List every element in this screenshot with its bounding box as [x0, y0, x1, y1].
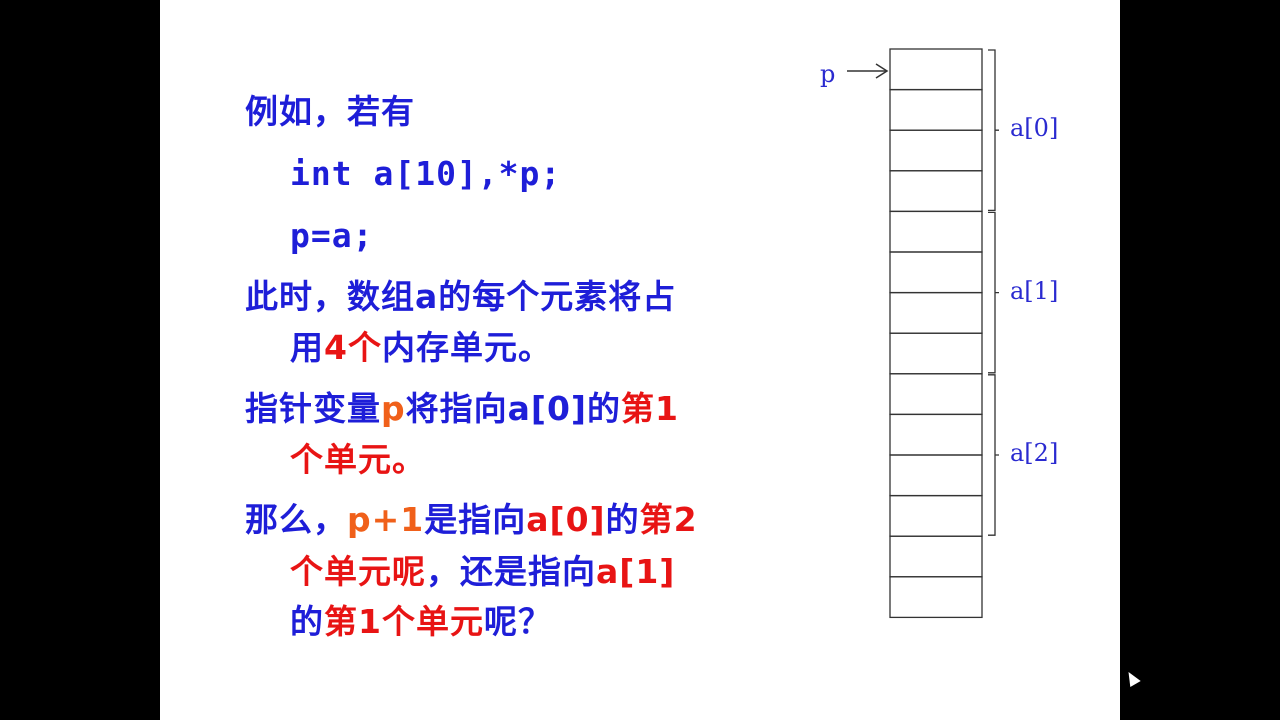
memory-cell [889, 291, 983, 334]
text-segment: 第2 [639, 500, 698, 539]
memory-cell [889, 129, 983, 172]
pointer-label: p [820, 60, 836, 88]
text-segment: 将指向a[0]的 [405, 389, 622, 428]
element-label: a[1] [1010, 276, 1059, 305]
text-segment: 指针变量 [245, 389, 381, 428]
memory-cell [889, 576, 983, 619]
text-line: 那么，p+1是指向a[0]的第2 [245, 500, 698, 540]
memory-cell [889, 251, 983, 294]
slide: 例如，若有 int a[10],*p; p=a; 此时，数组a的每个元素将占用4个内存… [160, 0, 1120, 720]
text-segment: p=a; [290, 216, 374, 255]
memory-cell [889, 413, 983, 456]
brace-icon [988, 211, 999, 374]
memory-cell [889, 88, 983, 131]
brace-icon [988, 374, 999, 536]
memory-cell [889, 373, 983, 416]
mouse-cursor-icon [1123, 668, 1141, 688]
text-segment: 此时，数组 [245, 277, 415, 316]
text-line: p=a; [290, 216, 373, 256]
text-line: 例如，若有 [245, 92, 415, 132]
text-line: 的第1个单元呢？ [290, 602, 552, 642]
memory-cell [889, 494, 983, 537]
memory-cell [889, 535, 983, 578]
text-line: int a[10],*p; [290, 154, 561, 194]
text-segment: 个单元呢 [290, 552, 426, 591]
text-segment: 是指向 [424, 500, 527, 539]
text-line: 指针变量p将指向a[0]的第1 [245, 389, 679, 429]
text-segment: ，还是指向 [426, 552, 596, 591]
element-label: a[2] [1010, 439, 1059, 467]
text-segment: a[0] [526, 500, 606, 539]
brace-icon [988, 49, 999, 212]
text-segment: a [415, 277, 439, 316]
text-segment: 用 [290, 328, 324, 367]
element-label: a[0] [1010, 114, 1059, 143]
text-line: 个单元呢，还是指向a[1] [290, 552, 675, 592]
memory-cell [889, 454, 983, 497]
text-segment: 内存单元。 [381, 328, 552, 367]
text-segment: 呢？ [483, 602, 552, 641]
text-line: 用4个内存单元。 [290, 328, 552, 368]
text-segment: int a[10],*p; [290, 154, 562, 193]
memory-cell [889, 332, 983, 375]
text-line: 此时，数组a的每个元素将占 [245, 277, 676, 317]
memory-diagram [847, 48, 999, 619]
text-segment: 的每个元素将占 [438, 277, 677, 316]
text-segment: 的 [290, 602, 324, 641]
arrowhead-icon [875, 63, 889, 79]
memory-cell [889, 170, 983, 213]
memory-cell [889, 48, 983, 91]
text-segment: 例如，若有 [245, 92, 415, 131]
text-segment: p+1 [347, 500, 425, 539]
text-line: 个单元。 [290, 440, 426, 480]
text-segment: 那么， [245, 500, 347, 539]
text-segment: 4个 [324, 328, 382, 367]
text-segment: 第1 [621, 389, 679, 428]
text-segment: p [381, 389, 406, 428]
text-segment: 个单元。 [290, 440, 426, 479]
memory-cell [889, 210, 983, 253]
text-segment: 的 [605, 500, 640, 539]
text-segment: 第1个单元 [324, 602, 484, 641]
text-segment: a[1] [596, 552, 676, 591]
